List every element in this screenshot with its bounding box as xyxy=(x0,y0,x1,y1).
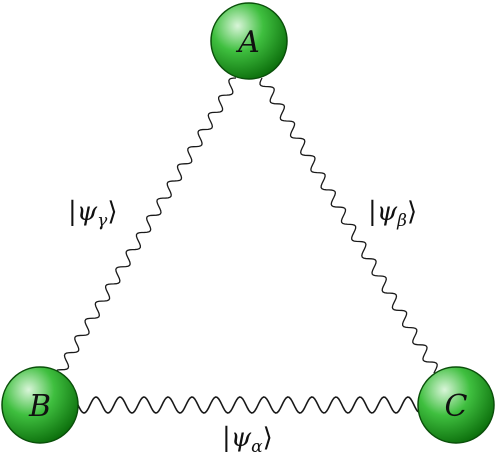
edge-a-b-wave xyxy=(56,77,237,371)
edge-label-psi-gamma: |ψγ⟩ xyxy=(68,197,117,231)
node-a-label: A xyxy=(235,25,260,60)
edge-label-psi-beta: |ψβ⟩ xyxy=(368,197,417,231)
edge-label-psi-alpha: |ψα⟩ xyxy=(222,423,273,457)
edge-a-c-wave xyxy=(259,77,438,374)
node-c: C xyxy=(417,366,495,444)
node-b: B xyxy=(1,366,79,444)
node-c-label: C xyxy=(445,389,468,424)
edge-b-c-wave xyxy=(77,396,419,414)
node-b-label: B xyxy=(28,389,51,424)
node-a: A xyxy=(210,2,288,80)
